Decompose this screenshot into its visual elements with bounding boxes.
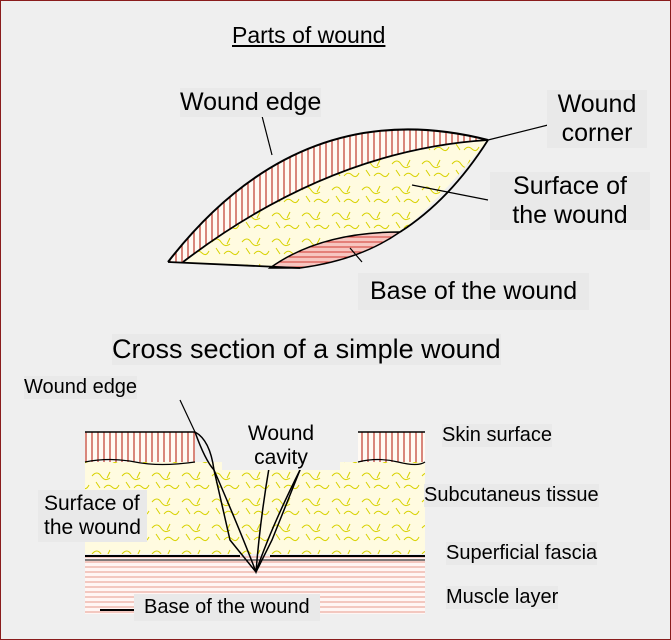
label-surface-of-wound: Surface of the wound <box>490 172 650 230</box>
label-cross-wound-edge: Wound edge <box>24 376 137 399</box>
label-base-of-wound: Base of the wound <box>358 273 589 310</box>
label-cross-surface: Surface of the wound <box>38 490 147 542</box>
label-cross-base: Base of the wound <box>134 594 320 621</box>
label-cavity-line1: Wound <box>222 422 340 446</box>
label-subcutaneus-tissue: Subcutaneus tissue <box>424 484 599 507</box>
label-muscle-layer: Muscle layer <box>446 586 558 609</box>
label-surface-line1: Surface of <box>490 172 650 201</box>
label-superficial-fascia: Superficial fascia <box>446 542 597 565</box>
label-surface-line2: the wound <box>490 201 650 230</box>
cross-section-title: Cross section of a simple wound <box>112 334 501 365</box>
skin-band-right <box>358 432 425 462</box>
skin-band-left <box>85 432 195 462</box>
label-wound-edge: Wound edge <box>180 88 321 117</box>
label-cross-surface-line1: Surface of <box>44 492 141 516</box>
label-wound-corner-line1: Wound <box>547 90 647 119</box>
label-wound-corner-line2: corner <box>547 119 647 148</box>
label-wound-corner: Wound corner <box>547 90 647 148</box>
label-cross-surface-line2: the wound <box>44 516 141 540</box>
top-title: Parts of wound <box>232 22 385 48</box>
label-skin-surface: Skin surface <box>442 424 552 447</box>
label-cavity-line2: cavity <box>222 446 340 470</box>
label-wound-cavity: Wound cavity <box>222 422 340 470</box>
